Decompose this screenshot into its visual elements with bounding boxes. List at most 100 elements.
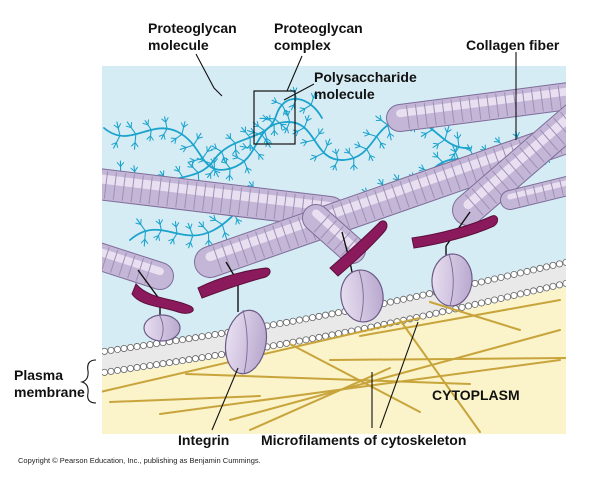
phospholipid-head bbox=[569, 279, 575, 285]
phospholipid-head bbox=[569, 258, 575, 264]
phospholipid-head bbox=[589, 253, 595, 259]
phospholipid-head bbox=[484, 276, 492, 284]
phospholipid-head bbox=[386, 298, 394, 306]
collagen-fiber bbox=[386, 82, 566, 132]
phospholipid-head bbox=[178, 336, 186, 344]
phospholipid-head bbox=[191, 355, 199, 363]
phospholipid-head bbox=[159, 360, 167, 368]
attachment-link bbox=[137, 269, 161, 301]
phospholipid-head bbox=[595, 252, 600, 258]
fibronectin-molecules bbox=[131, 211, 499, 318]
phospholipid-head bbox=[484, 297, 492, 305]
phospholipid-head bbox=[432, 309, 440, 317]
phospholipid-head bbox=[497, 273, 505, 281]
phospholipid-head bbox=[146, 362, 154, 370]
label-cytoplasm: CYTOPLASM bbox=[432, 387, 520, 403]
microfilament bbox=[109, 395, 261, 403]
phospholipid-head bbox=[114, 345, 122, 353]
microfilaments bbox=[102, 299, 566, 433]
phospholipid-head bbox=[517, 290, 525, 298]
phospholipid-head bbox=[282, 318, 290, 326]
phospholipid-head bbox=[127, 365, 135, 373]
label-collagen-fiber: Collagen fiber bbox=[466, 37, 560, 53]
phospholipid-head bbox=[393, 297, 401, 305]
phospholipid-head bbox=[198, 333, 206, 341]
phospholipid-head bbox=[419, 312, 427, 320]
phospholipid-head bbox=[477, 278, 485, 286]
phospholipid-head bbox=[95, 349, 101, 355]
phospholipid-head bbox=[523, 267, 531, 275]
phospholipid-head bbox=[471, 279, 479, 287]
membrane-bracket bbox=[80, 359, 97, 404]
label-proteoglycan-complex: Proteoglycan complex bbox=[274, 20, 367, 53]
phospholipid-head bbox=[114, 366, 122, 374]
phospholipid-head bbox=[295, 316, 303, 324]
label-proteoglycan-molecule: Proteoglycan molecule bbox=[148, 20, 241, 53]
phospholipid-head bbox=[562, 258, 566, 266]
phospholipid-head bbox=[139, 363, 147, 371]
phospholipid-head bbox=[282, 339, 290, 347]
phospholipid-head bbox=[412, 292, 420, 300]
phospholipid-head bbox=[334, 309, 342, 317]
phospholipid-head bbox=[438, 308, 446, 316]
phospholipid-head bbox=[425, 311, 433, 319]
phospholipid-head bbox=[399, 295, 407, 303]
phospholipid-head bbox=[556, 281, 564, 289]
phospholipid-head bbox=[315, 312, 323, 320]
label-polysaccharide-molecule: Polysaccharide molecule bbox=[314, 69, 421, 102]
phospholipid-head bbox=[133, 343, 141, 351]
phospholipid-head bbox=[464, 302, 472, 310]
phospholipid-head bbox=[503, 272, 511, 280]
phospholipid-head bbox=[549, 261, 557, 269]
leader-polysaccharide bbox=[283, 83, 315, 101]
phospholipid-head bbox=[102, 368, 108, 376]
phospholipid-head bbox=[172, 358, 180, 366]
integrin bbox=[340, 269, 384, 323]
microfilament bbox=[185, 373, 471, 385]
microfilament bbox=[159, 359, 561, 415]
phospholipid-head bbox=[211, 352, 219, 360]
phospholipid-head bbox=[146, 341, 154, 349]
phospholipid-head bbox=[185, 356, 193, 364]
phospholipid-head bbox=[595, 273, 600, 279]
phospholipid-head bbox=[536, 285, 544, 293]
microfilament bbox=[429, 301, 521, 331]
phospholipid-head bbox=[328, 310, 336, 318]
phospholipid-head bbox=[178, 357, 186, 365]
phospholipid-head bbox=[152, 340, 160, 348]
phospholipid-head bbox=[308, 314, 316, 322]
phospholipid-head bbox=[302, 315, 310, 323]
phospholipid-head bbox=[536, 264, 544, 272]
phospholipid-head bbox=[217, 350, 225, 358]
fibronectin bbox=[131, 283, 194, 314]
phospholipid-head bbox=[302, 336, 310, 344]
leader-proteoglycan-complex bbox=[286, 55, 303, 92]
fibronectin bbox=[197, 267, 271, 299]
phospholipid-head bbox=[576, 256, 582, 262]
phospholipid-head bbox=[198, 354, 206, 362]
integrin bbox=[143, 314, 181, 342]
collagen-fiber bbox=[102, 168, 346, 228]
collagen-fibers bbox=[102, 82, 566, 290]
phospholipid-head bbox=[204, 332, 212, 340]
phospholipid-head bbox=[295, 337, 303, 345]
phospholipid-head bbox=[315, 333, 323, 341]
phospholipid-head bbox=[165, 359, 173, 367]
phospholipid-head bbox=[589, 274, 595, 280]
phospholipid-head bbox=[419, 291, 427, 299]
phospholipid-head bbox=[523, 288, 531, 296]
phospholipid-head bbox=[191, 334, 199, 342]
integrin-layer bbox=[143, 253, 473, 375]
label-integrin: Integrin bbox=[178, 432, 229, 448]
phospholipid-head bbox=[582, 276, 588, 282]
label-microfilaments: Microfilaments of cytoskeleton bbox=[261, 432, 466, 448]
copyright-notice: Copyright © Pearson Education, Inc., pub… bbox=[18, 456, 261, 465]
fibronectin bbox=[329, 220, 388, 277]
phospholipid-head bbox=[102, 347, 108, 355]
phospholipid-head bbox=[269, 321, 277, 329]
phospholipid-head bbox=[517, 269, 525, 277]
leader-proteoglycan-molecule bbox=[195, 53, 223, 97]
phospholipid-head bbox=[556, 260, 564, 268]
phospholipid-head bbox=[530, 266, 538, 274]
